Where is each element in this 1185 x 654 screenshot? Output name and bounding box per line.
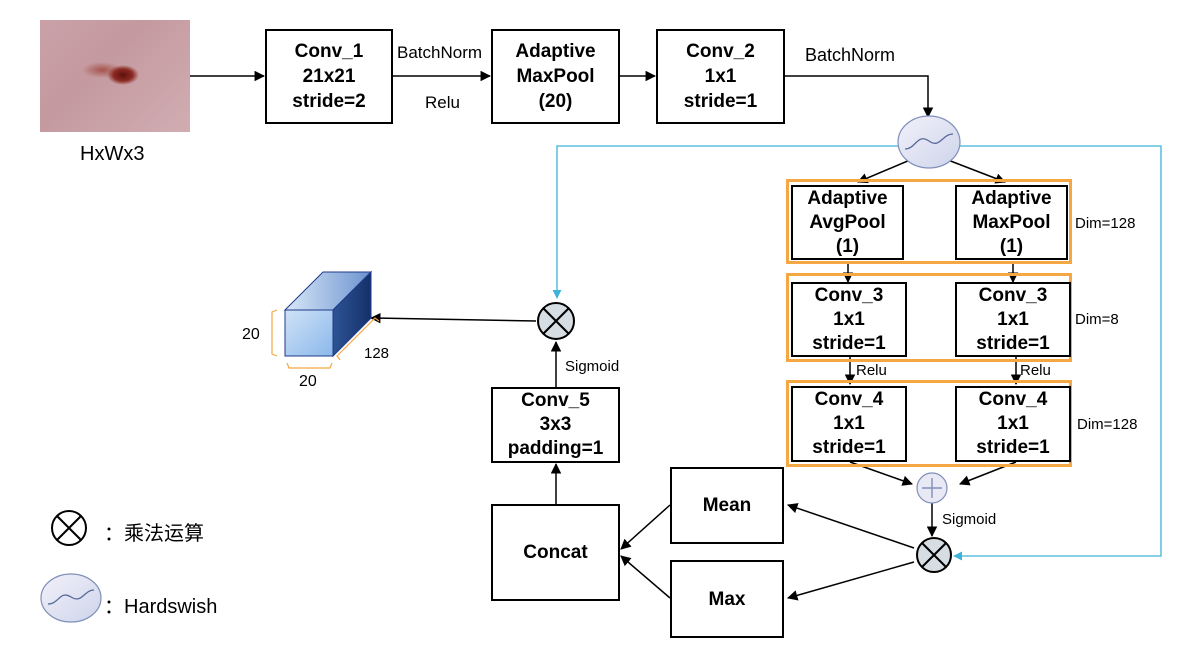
conv4-right-name: Conv_4 xyxy=(978,389,1048,410)
mean-block: Mean xyxy=(670,467,784,544)
pool-line-1: Adaptive xyxy=(515,41,596,62)
adaptive-maxpool-20-block: Adaptive MaxPool (20) xyxy=(491,29,620,124)
conv3-block-right: Conv_3 1x1 stride=1 xyxy=(955,282,1071,357)
legend-multiply-icon xyxy=(51,510,87,546)
conv2-kernel: 1x1 xyxy=(704,66,737,87)
pool-line-2: MaxPool xyxy=(516,66,595,87)
sigmoid-label-right: Sigmoid xyxy=(942,511,997,528)
conv5-block: Conv_5 3x3 padding=1 xyxy=(491,387,620,463)
conv2-stride: stride=1 xyxy=(683,91,758,112)
adaptive-maxpool-1-block: Adaptive MaxPool (1) xyxy=(955,185,1068,260)
adaptive-avgpool-block: Adaptive AvgPool (1) xyxy=(791,185,904,260)
conv4-right-kernel: 1x1 xyxy=(997,413,1029,434)
dim-label-1: Dim=128 xyxy=(1075,215,1136,232)
conv5-name: Conv_5 xyxy=(521,390,590,411)
avgpool-line-1: Adaptive xyxy=(807,187,888,209)
output-cube xyxy=(283,270,373,358)
conv4-left-stride: stride=1 xyxy=(812,437,886,458)
conv3-block-left: Conv_3 1x1 stride=1 xyxy=(791,282,907,357)
concat-label: Concat xyxy=(523,542,588,563)
concat-block: Concat xyxy=(491,504,620,601)
maxpool-line-1: Adaptive xyxy=(971,187,1052,209)
hardswish-node xyxy=(897,115,961,169)
conv3-right-name: Conv_3 xyxy=(978,284,1048,306)
conv1-block: Conv_1 21x21 stride=2 xyxy=(265,29,393,124)
conv5-kernel: 3x3 xyxy=(539,414,572,435)
multiply-node-right xyxy=(916,537,952,573)
multiply-node-left xyxy=(537,302,575,340)
conv3-left-kernel: 1x1 xyxy=(833,308,865,330)
conv4-right-stride: stride=1 xyxy=(976,437,1050,458)
avgpool-line-2: AvgPool xyxy=(809,211,886,233)
edge-relu-1: Relu xyxy=(425,93,460,112)
maxpool-line-3: (1) xyxy=(999,235,1024,257)
add-node xyxy=(916,472,948,504)
edge-batchnorm-2: BatchNorm xyxy=(805,45,896,65)
input-shape-label: HxWx3 xyxy=(80,143,145,165)
dim-label-2: Dim=8 xyxy=(1075,311,1119,328)
conv3-right-stride: stride=1 xyxy=(976,332,1050,354)
conv3-left-stride: stride=1 xyxy=(812,332,886,354)
legend-hardswish-label: ：Hardswish xyxy=(104,596,218,618)
conv1-stride: stride=2 xyxy=(292,91,366,112)
conv4-block-right: Conv_4 1x1 stride=1 xyxy=(955,386,1071,462)
max-block: Max xyxy=(670,560,784,638)
cube-width-label: 20 xyxy=(299,373,317,390)
conv3-right-kernel: 1x1 xyxy=(997,308,1029,330)
cube-depth-label: 128 xyxy=(364,345,390,362)
avgpool-line-3: (1) xyxy=(835,235,860,257)
conv3-left-name: Conv_3 xyxy=(814,284,884,306)
edge-batchnorm-1: BatchNorm xyxy=(397,43,483,62)
dim-label-3: Dim=128 xyxy=(1077,416,1138,433)
conv2-name: Conv_2 xyxy=(686,41,755,62)
max-label: Max xyxy=(708,588,746,610)
legend-hardswish-icon xyxy=(40,573,102,623)
skip-connection xyxy=(552,145,1162,561)
mean-label: Mean xyxy=(702,495,752,516)
input-skin-lesion-image xyxy=(40,20,190,132)
sigmoid-label-left: Sigmoid xyxy=(565,358,620,375)
pool-line-3: (20) xyxy=(538,91,573,112)
maxpool-line-2: MaxPool xyxy=(972,211,1051,233)
pooling-group xyxy=(786,179,1072,264)
conv4-left-name: Conv_4 xyxy=(814,389,884,410)
conv1-kernel: 21x21 xyxy=(302,66,356,87)
relu-label-left: Relu xyxy=(856,362,887,379)
conv5-padding: padding=1 xyxy=(507,438,604,459)
relu-label-right: Relu xyxy=(1020,362,1051,379)
conv4-left-kernel: 1x1 xyxy=(833,413,865,434)
cube-braces xyxy=(271,309,380,369)
conv1-name: Conv_1 xyxy=(294,41,364,62)
conv2-block: Conv_2 1x1 stride=1 xyxy=(656,29,785,124)
legend-multiply-label: ：乘法运算 xyxy=(104,523,204,545)
conv4-block-left: Conv_4 1x1 stride=1 xyxy=(791,386,907,462)
cube-height-label: 20 xyxy=(242,326,260,343)
